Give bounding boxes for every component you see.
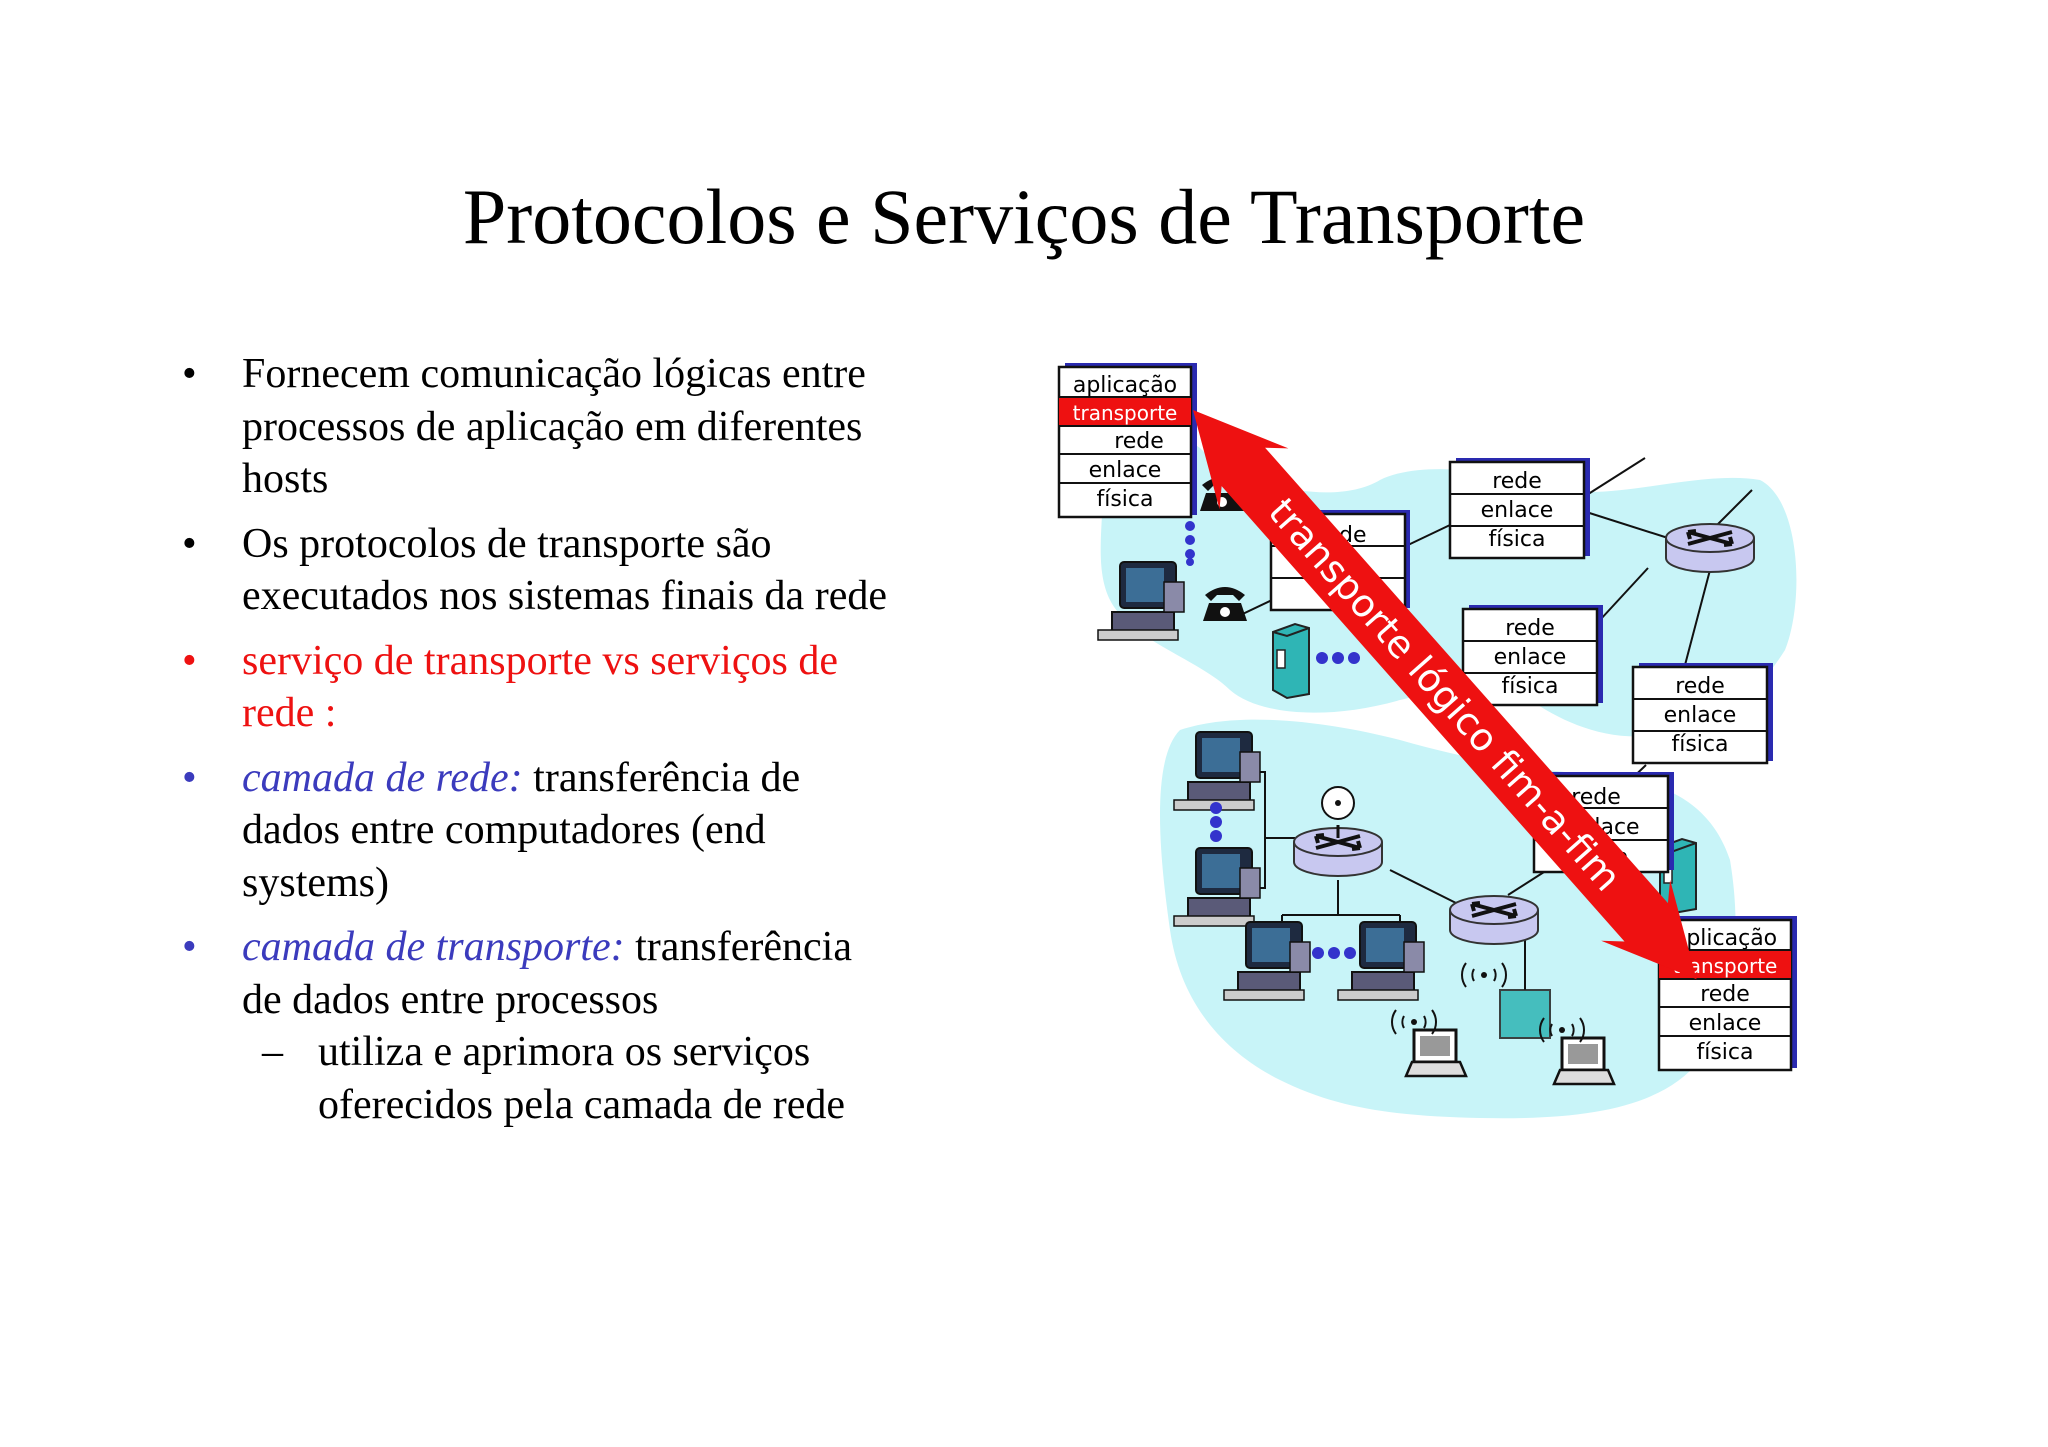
server-icon [1273, 624, 1309, 698]
layer-link: enlace [1494, 645, 1567, 670]
layer-link: enlace [1664, 703, 1737, 728]
router-stack: rede enlace física [1463, 605, 1603, 705]
layer-transport: transporte [1073, 401, 1178, 425]
layer-physical: física [1096, 487, 1153, 512]
layer-application: aplicação [1073, 373, 1177, 398]
router-stack: rede enlace física [1450, 458, 1590, 558]
router-icon [1450, 896, 1538, 944]
layer-link: enlace [1481, 498, 1554, 523]
layer-application: aplicação [1673, 926, 1777, 951]
layer-physical: física [1671, 732, 1728, 757]
host-stack-source: aplicação transporte rede enlace física [1059, 363, 1197, 517]
layer-physical: física [1488, 527, 1545, 552]
router-icon [1666, 524, 1754, 572]
layer-link: enlace [1089, 458, 1162, 483]
layer-network: rede [1700, 982, 1750, 1007]
layer-network: rede [1505, 616, 1555, 641]
layer-link: enlace [1689, 1011, 1762, 1036]
telephone-icon [1203, 587, 1247, 621]
router-stack: rede enlace física [1633, 663, 1773, 763]
layer-physical: física [1501, 674, 1558, 699]
layer-physical: física [1696, 1040, 1753, 1065]
layer-network: rede [1492, 469, 1542, 494]
layer-network: rede [1114, 429, 1164, 454]
layer-network: rede [1675, 674, 1725, 699]
